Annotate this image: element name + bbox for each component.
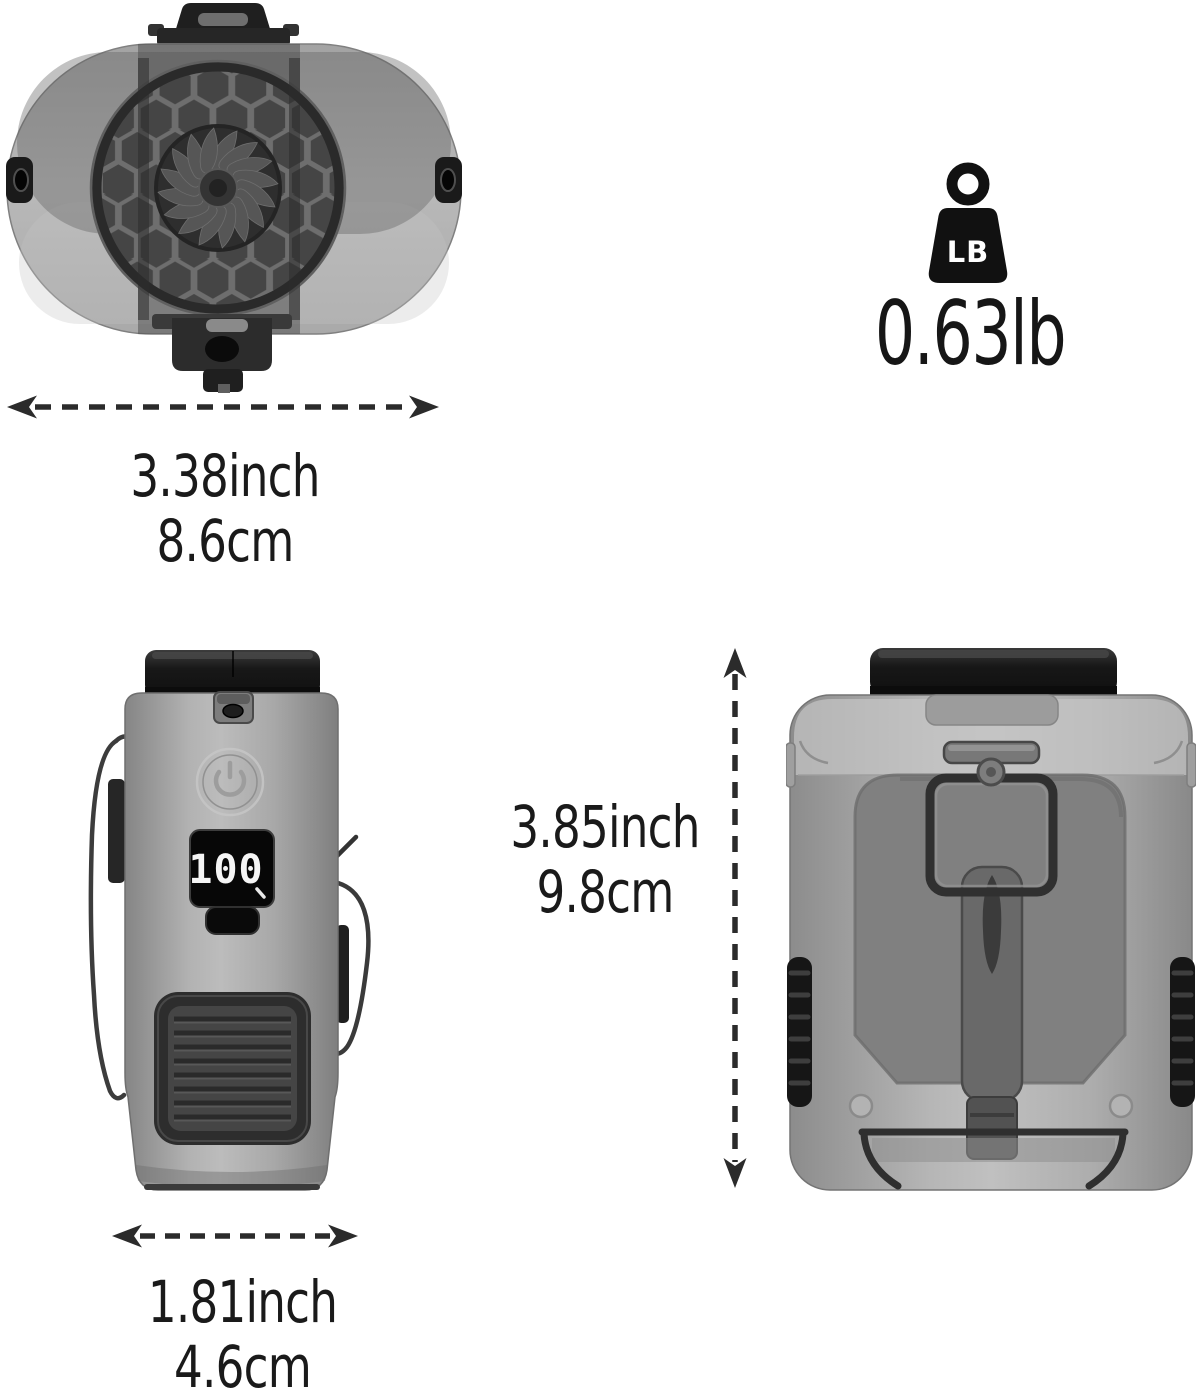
front-left-clip: [88, 734, 135, 1101]
power-icon: [213, 760, 247, 797]
dimension-top-width: 3.38inch 8.6cm: [92, 444, 357, 574]
top-view-upper-clip: [148, 3, 299, 46]
top-view-side-tabs: [6, 157, 462, 203]
dimension-height-inch: 3.85inch: [510, 793, 700, 861]
front-bottom-shade: [136, 1165, 327, 1188]
back-cap-notch: [925, 694, 1059, 726]
weight-value: 0.63lb: [874, 282, 1067, 385]
dimension-bottom-width: 1.81inch 4.6cm: [124, 1270, 362, 1399]
fan-top-view: [6, 3, 462, 393]
dimension-height-cm: 9.8cm: [536, 858, 674, 926]
battery-percent-tick: [255, 887, 266, 899]
weight-icon-label: LB: [947, 235, 990, 269]
dimension-top-width-inch: 3.38inch: [130, 442, 320, 510]
dimension-bottom-width-cm: 4.6cm: [173, 1333, 312, 1399]
back-top-cap: [870, 648, 1117, 695]
front-top-latch: [213, 691, 254, 724]
power-button[interactable]: [195, 747, 265, 817]
fan-back-view: [786, 648, 1196, 1191]
battery-display: 100: [188, 829, 275, 908]
battery-percentage: 100: [188, 847, 263, 893]
back-side-grips: [787, 957, 1195, 1107]
dimension-top-width-cm: 8.6cm: [156, 507, 294, 575]
width-arrow-top-icon: [7, 395, 439, 419]
back-corner-boss-left: [848, 1093, 874, 1119]
back-corner-boss-right: [1108, 1093, 1134, 1119]
dimension-height: 3.85inch 9.8cm: [484, 795, 726, 925]
weight-icon: LB: [928, 162, 1008, 283]
front-top-cap: [145, 650, 320, 696]
width-arrow-bottom-icon: [112, 1224, 358, 1248]
fan-blades: [154, 124, 282, 252]
dimension-bottom-width-inch: 1.81inch: [147, 1268, 338, 1336]
top-view-lower-clip: [152, 314, 292, 393]
usb-c-port[interactable]: [205, 906, 260, 935]
back-bottom-notch: [858, 1128, 1129, 1190]
fan-front-view: 100: [88, 650, 371, 1191]
belt-clip-slot: [982, 875, 1002, 974]
height-arrow-icon: [723, 648, 747, 1188]
front-vent-panel: [154, 992, 311, 1145]
